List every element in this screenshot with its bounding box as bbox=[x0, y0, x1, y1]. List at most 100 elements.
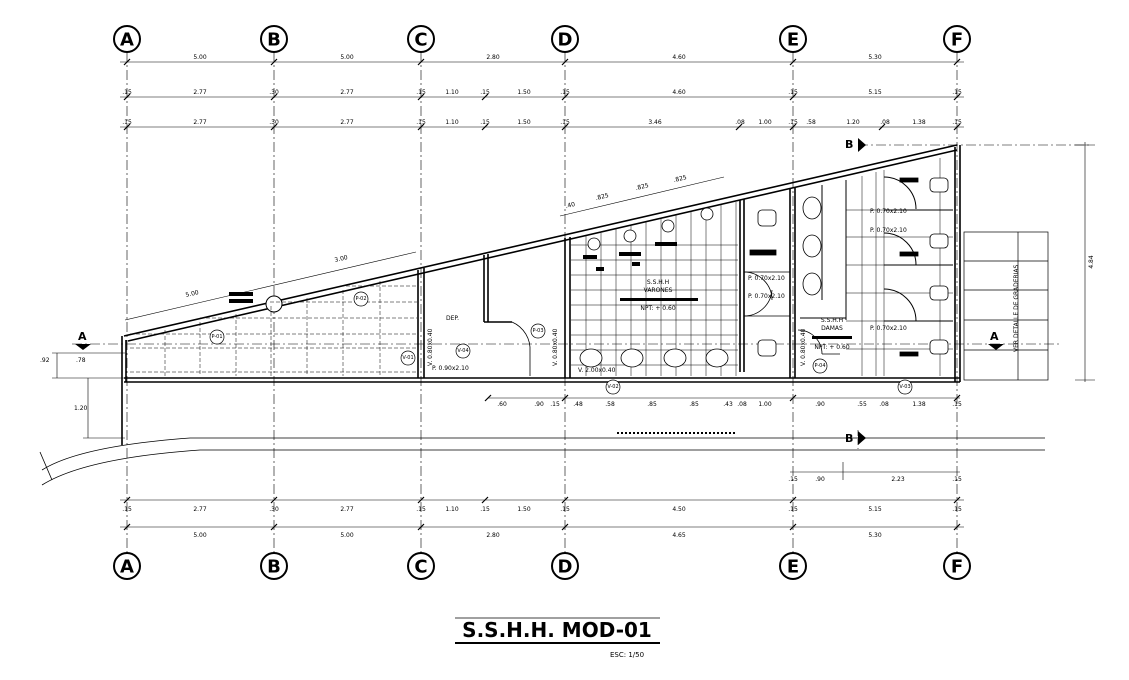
svg-text:.85: .85 bbox=[689, 401, 699, 408]
svg-text:1.50: 1.50 bbox=[517, 89, 531, 96]
door-label: P. 0.70x2.10 bbox=[870, 208, 907, 215]
dim-top-c-d: 2.80 bbox=[486, 54, 500, 61]
svg-text:3.46: 3.46 bbox=[648, 119, 662, 126]
svg-text:3.00: 3.00 bbox=[334, 254, 349, 264]
door-label: P. 0.70x2.10 bbox=[870, 227, 907, 234]
door-label: P. 0.70x2.10 bbox=[870, 325, 907, 332]
svg-text:V-01: V-01 bbox=[402, 355, 413, 361]
svg-text:B: B bbox=[845, 138, 853, 151]
grid-bubble-e-top: E bbox=[779, 25, 807, 53]
svg-text:1.00: 1.00 bbox=[758, 401, 772, 408]
room-men-title: S.S.H.H bbox=[647, 279, 669, 286]
svg-text:.825: .825 bbox=[635, 182, 650, 192]
svg-text:.78: .78 bbox=[76, 357, 86, 364]
svg-text:F: F bbox=[951, 557, 963, 578]
svg-text:5.15: 5.15 bbox=[868, 506, 882, 513]
room-men-name: VARONES bbox=[644, 287, 673, 294]
dim-row-right-lower: .15 .90 2.23 .15 bbox=[788, 462, 962, 483]
dim-row-interior: .60 .90 .15 .48 .58 .85 .85 .43 .08 1.00… bbox=[484, 394, 962, 408]
svg-text:.43: .43 bbox=[723, 401, 733, 408]
svg-text:.15: .15 bbox=[480, 89, 490, 96]
svg-text:4.84: 4.84 bbox=[1088, 255, 1095, 269]
svg-text:2.77: 2.77 bbox=[340, 506, 354, 513]
svg-text:2.23: 2.23 bbox=[891, 476, 905, 483]
svg-text:.08: .08 bbox=[880, 119, 890, 126]
svg-text:.15: .15 bbox=[952, 119, 962, 126]
dim-row-bottom-mid: .15 2.77 .30 2.77 .15 1.10 .15 1.50 .15 … bbox=[120, 496, 964, 513]
svg-text:.90: .90 bbox=[534, 401, 544, 408]
svg-text:1.50: 1.50 bbox=[517, 119, 531, 126]
svg-text:.15: .15 bbox=[480, 119, 490, 126]
svg-text:1.20: 1.20 bbox=[74, 405, 88, 412]
grid-bubble-e-bottom: E bbox=[779, 552, 807, 580]
svg-text:.90: .90 bbox=[815, 476, 825, 483]
svg-text:1.38: 1.38 bbox=[912, 119, 926, 126]
svg-text:V-03: V-03 bbox=[899, 384, 910, 390]
grid-bubble-d-bottom: D bbox=[551, 552, 579, 580]
svg-text:2.77: 2.77 bbox=[340, 119, 354, 126]
svg-text:.15: .15 bbox=[788, 89, 798, 96]
graderias-note: VER DETALLE DE GRADERIAS bbox=[1013, 264, 1020, 352]
access-path bbox=[39, 437, 1045, 486]
grid-bubble-b-top: B bbox=[260, 25, 288, 53]
grid-bubble-c-bottom: C bbox=[407, 552, 435, 580]
dim-top-d-e: 4.60 bbox=[672, 54, 686, 61]
svg-text:.15: .15 bbox=[788, 506, 798, 513]
svg-text:5.00: 5.00 bbox=[193, 532, 207, 539]
svg-text:.30: .30 bbox=[269, 89, 279, 96]
svg-text:D: D bbox=[558, 30, 573, 51]
drawing-scale: ESC: 1/50 bbox=[610, 651, 644, 659]
svg-text:1.10: 1.10 bbox=[445, 119, 459, 126]
svg-text:1.20: 1.20 bbox=[846, 119, 860, 126]
section-mark-b-bottom: B bbox=[845, 430, 866, 449]
drawing-title: S.S.H.H. MOD-01 bbox=[462, 618, 652, 642]
svg-text:1.00: 1.00 bbox=[758, 119, 772, 126]
slope-dimensions bbox=[124, 176, 725, 321]
svg-text:.15: .15 bbox=[952, 476, 962, 483]
men-stall-doors bbox=[743, 271, 790, 317]
svg-text:B: B bbox=[267, 557, 281, 578]
svg-text:V-04: V-04 bbox=[457, 348, 468, 354]
window-label: V. 0.80x0.40 bbox=[552, 328, 559, 366]
svg-text:.30: .30 bbox=[269, 506, 279, 513]
section-mark-a-right: A bbox=[988, 330, 1004, 350]
svg-text:5.15: 5.15 bbox=[868, 89, 882, 96]
svg-text:.92: .92 bbox=[40, 357, 50, 364]
svg-text:E: E bbox=[787, 557, 799, 578]
svg-text:.15: .15 bbox=[560, 119, 570, 126]
roof-node-icon bbox=[229, 292, 283, 313]
svg-text:P-02: P-02 bbox=[355, 296, 366, 302]
building-walls bbox=[121, 144, 961, 445]
svg-text:.15: .15 bbox=[480, 506, 490, 513]
svg-text:.48: .48 bbox=[573, 401, 583, 408]
grid-bubble-f-top: F bbox=[943, 25, 971, 53]
grid-bubble-a-top: A bbox=[113, 25, 141, 53]
door-label: P. 0.70x2.10 bbox=[748, 275, 785, 282]
svg-text:C: C bbox=[414, 30, 427, 51]
svg-text:1.10: 1.10 bbox=[445, 89, 459, 96]
svg-text:.30: .30 bbox=[269, 119, 279, 126]
svg-text:1.50: 1.50 bbox=[517, 506, 531, 513]
grid-bubble-f-bottom: F bbox=[943, 552, 971, 580]
svg-text:1.10: 1.10 bbox=[445, 506, 459, 513]
svg-text:.825: .825 bbox=[595, 192, 610, 202]
grid-bubble-c-top: C bbox=[407, 25, 435, 53]
room-women-name: DAMAS bbox=[821, 325, 843, 332]
svg-text:B: B bbox=[267, 30, 281, 51]
grid-bubble-d-top: D bbox=[551, 25, 579, 53]
men-urinal-valves bbox=[583, 242, 677, 271]
svg-text:4.60: 4.60 bbox=[672, 89, 686, 96]
room-men-floor: NPT: + 0.60 bbox=[640, 305, 676, 312]
room-dep: DEP. bbox=[446, 315, 459, 322]
svg-text:.08: .08 bbox=[735, 119, 745, 126]
svg-text:.08: .08 bbox=[737, 401, 747, 408]
svg-text:5.30: 5.30 bbox=[868, 532, 882, 539]
window-label: V. 2.00x0.40 bbox=[578, 367, 616, 374]
title-block: S.S.H.H. MOD-01 ESC: 1/50 bbox=[455, 617, 660, 659]
svg-text:.08: .08 bbox=[879, 401, 889, 408]
svg-text:.58: .58 bbox=[605, 401, 615, 408]
svg-text:A: A bbox=[120, 557, 134, 578]
men-urinals bbox=[587, 207, 714, 251]
svg-text:2.77: 2.77 bbox=[340, 89, 354, 96]
svg-text:F: F bbox=[951, 30, 963, 51]
